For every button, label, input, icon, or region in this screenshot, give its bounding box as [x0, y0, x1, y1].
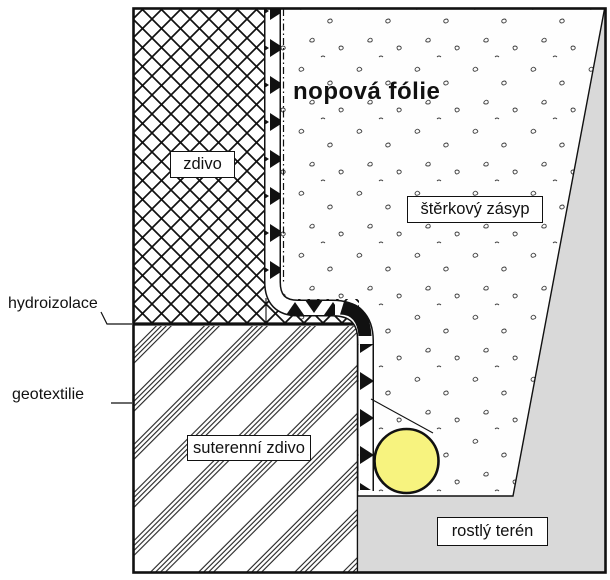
geotextile-wrap-line [370, 398, 434, 434]
drain-pipe-circle [373, 427, 440, 495]
wall-label-text: zdivo [183, 155, 222, 174]
natural-terrain-region [357, 8, 606, 572]
waterproofing-label: hydroizolace [8, 295, 98, 312]
dimple-membrane-band [264, 9, 374, 491]
geotextile-label: geotextilie [12, 386, 85, 403]
natural-terrain-label-text: rostlý terén [451, 522, 534, 541]
drain-pipe [370, 398, 440, 495]
gravel-backfill-label: štěrkový zásyp [407, 196, 543, 223]
basement-wall-label-text: suterenní zdivo [193, 438, 305, 457]
gravel-backfill-label-text: štěrkový zásyp [420, 200, 530, 219]
wall-label: zdivo [170, 151, 235, 178]
waterproofing-leader-line [100, 311, 132, 325]
drawing-border [132, 7, 607, 574]
natural-terrain-label: rostlý terén [437, 517, 548, 546]
dimple-membrane-label: nopová fólie [293, 78, 441, 105]
gravel-backfill-region [266, 9, 605, 496]
basement-wall-label: suterenní zdivo [187, 435, 311, 461]
